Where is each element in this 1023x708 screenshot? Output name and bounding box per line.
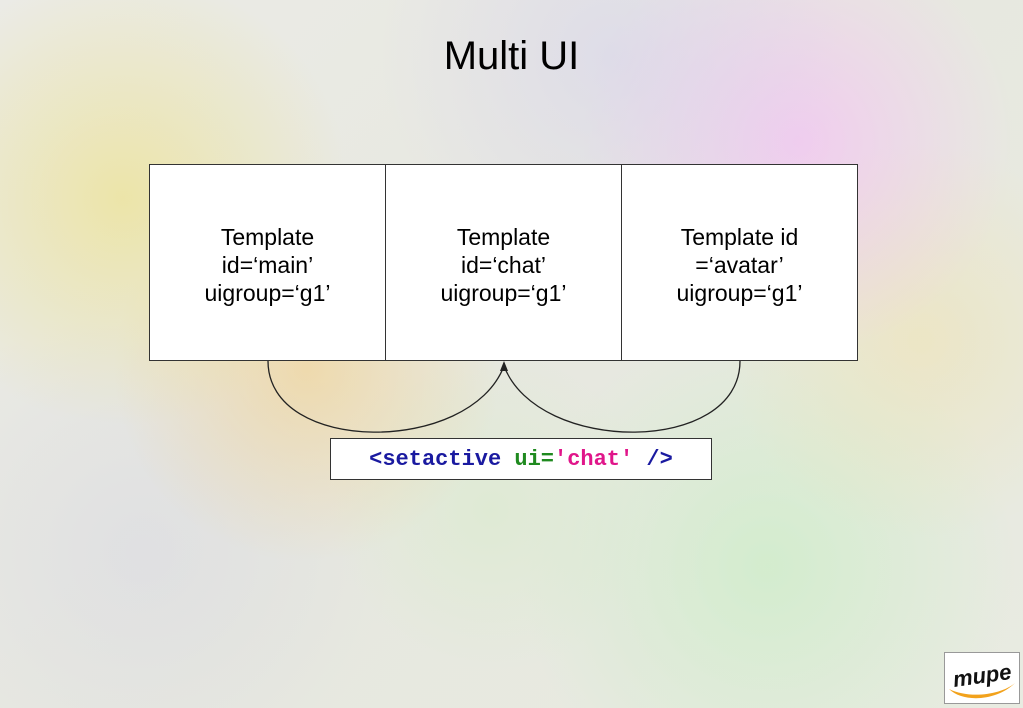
code-attr-value: 'chat' <box>554 446 634 472</box>
arrowhead-icon <box>500 361 508 371</box>
template-chat-line-3: uigroup=‘g1’ <box>440 280 567 306</box>
setactive-code-box: <setactive ui= 'chat' /> <box>330 438 712 480</box>
mupe-logo-text: mupe <box>951 659 1013 692</box>
template-main-line-1: Template <box>220 224 315 250</box>
template-avatar-line-2: =‘avatar’ <box>695 252 784 278</box>
template-avatar-line-1: Template id <box>680 224 799 250</box>
template-main-line-3: uigroup=‘g1’ <box>204 280 331 306</box>
template-avatar-line-3: uigroup=‘g1’ <box>676 280 803 306</box>
template-main-box: Template id=‘main’ uigroup=‘g1’ <box>150 165 386 360</box>
code-attr-name: ui= <box>514 446 554 472</box>
arc-avatar-to-chat <box>503 360 741 433</box>
template-chat-line-2: id=‘chat’ <box>460 252 547 278</box>
template-chat-line-1: Template <box>456 224 551 250</box>
code-tag-open: <setactive <box>369 446 502 472</box>
template-avatar-box: Template id =‘avatar’ uigroup=‘g1’ <box>622 165 857 360</box>
arc-main-to-chat <box>267 360 505 433</box>
template-chat-box: Template id=‘chat’ uigroup=‘g1’ <box>386 165 622 360</box>
template-row: Template id=‘main’ uigroup=‘g1’ Template… <box>149 164 858 361</box>
template-main-line-2: id=‘main’ <box>221 252 314 278</box>
mupe-logo: mupe <box>944 652 1020 704</box>
code-tag-close: /> <box>646 446 673 472</box>
mupe-logo-icon: mupe <box>949 659 1015 699</box>
slide-title: Multi UI <box>443 34 580 78</box>
